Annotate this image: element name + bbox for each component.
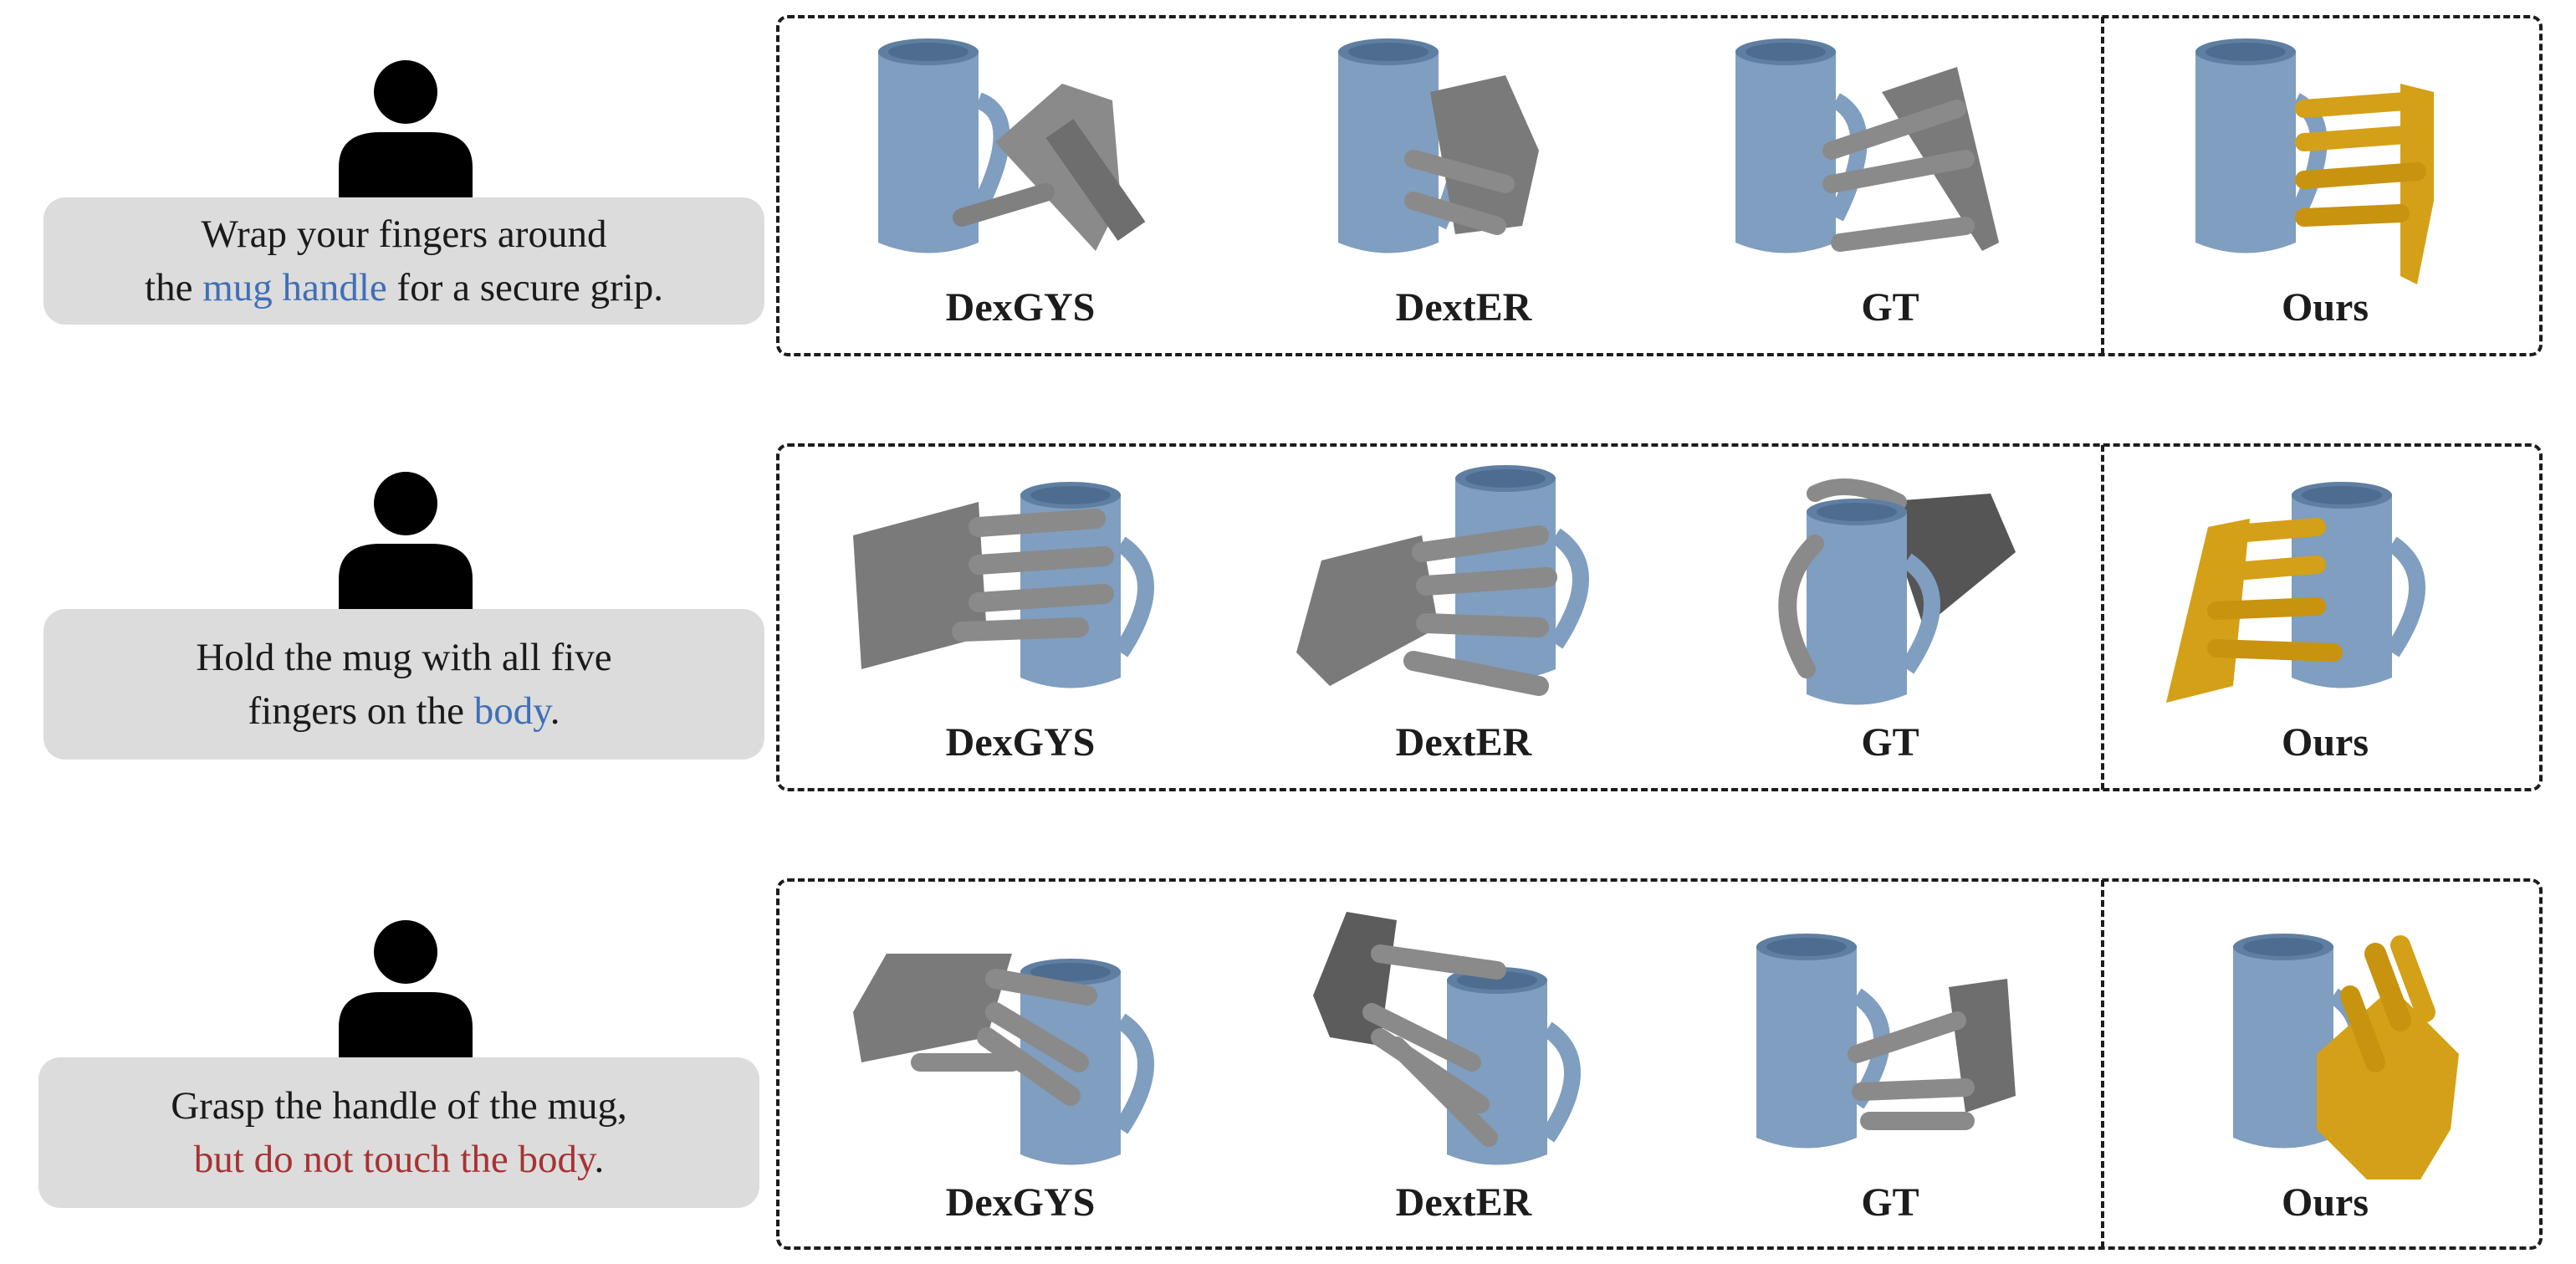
method-label: Ours <box>2281 285 2369 330</box>
method-label: GT <box>1861 1180 1919 1225</box>
instruction-line-1: Hold the mug with all five <box>196 636 612 679</box>
instruction-highlight: mug handle <box>202 266 387 310</box>
person-icon <box>339 472 473 612</box>
result-ours: Ours <box>2149 895 2501 1230</box>
result-ours: Ours <box>2149 33 2501 335</box>
result-dexgys: DexGYS <box>845 33 1196 335</box>
comparison-row-1: Wrap your fingers around the mug handle … <box>0 0 2576 368</box>
ours-divider <box>2101 880 2104 1248</box>
ours-divider <box>2101 17 2104 355</box>
method-label: DextER <box>1395 285 1532 330</box>
instruction-line-2: but do not touch the body. <box>193 1138 605 1181</box>
result-gt: GT <box>1715 33 2066 335</box>
instruction-highlight: body <box>473 689 550 733</box>
comparison-row-2: Hold the mug with all five fingers on th… <box>0 435 2576 803</box>
result-dexter: DextER <box>1288 895 1639 1230</box>
results-frame <box>776 443 2543 791</box>
grasp-render <box>2166 482 2425 703</box>
method-label: DextER <box>1395 720 1532 765</box>
result-dexter: DextER <box>1288 33 1639 335</box>
grasp-render <box>853 482 1154 688</box>
grasp-render <box>2233 934 2459 1180</box>
result-dexgys: DexGYS <box>845 460 1196 770</box>
method-label: GT <box>1861 720 1919 765</box>
instruction-line-2: fingers on the body. <box>248 689 560 733</box>
grasp-render <box>1735 38 1999 253</box>
comparison-row-3: Grasp the handle of the mug, but do not … <box>0 870 2576 1264</box>
result-ours: Ours <box>2149 460 2501 770</box>
instruction-line-1: Grasp the handle of the mug, <box>171 1084 627 1128</box>
result-dexter: DextER <box>1288 460 1639 770</box>
results-frame <box>776 15 2543 356</box>
result-gt: GT <box>1715 460 2066 770</box>
ours-divider <box>2101 445 2104 790</box>
method-label: DexGYS <box>945 720 1096 765</box>
grasp-render <box>1756 934 2016 1149</box>
instruction-line-2: the mug handle for a secure grip. <box>145 266 663 310</box>
instruction-line-1: Wrap your fingers around <box>201 212 607 256</box>
grasp-render <box>853 954 1154 1165</box>
method-label: GT <box>1861 285 1919 330</box>
grasp-render <box>1778 478 2016 705</box>
grasp-render <box>1296 465 1589 696</box>
method-label: DexGYS <box>945 285 1096 330</box>
results-frame <box>776 878 2543 1250</box>
method-label: Ours <box>2281 1180 2369 1225</box>
method-label: DexGYS <box>945 1180 1096 1225</box>
person-icon <box>339 920 473 1061</box>
grasp-render <box>2195 38 2434 284</box>
grasp-render <box>1338 38 1539 253</box>
grasp-render <box>1313 912 1581 1165</box>
instruction-bubble: Wrap your fingers around the mug handle … <box>43 197 764 325</box>
instruction-bubble: Hold the mug with all five fingers on th… <box>43 609 764 760</box>
method-label: DextER <box>1395 1180 1532 1225</box>
person-icon <box>339 60 473 201</box>
instruction-highlight: but do not touch the body <box>193 1138 595 1181</box>
grasp-render <box>878 38 1146 253</box>
method-label: Ours <box>2281 720 2369 765</box>
result-gt: GT <box>1715 895 2066 1230</box>
result-dexgys: DexGYS <box>845 895 1196 1230</box>
instruction-bubble: Grasp the handle of the mug, but do not … <box>38 1057 759 1208</box>
